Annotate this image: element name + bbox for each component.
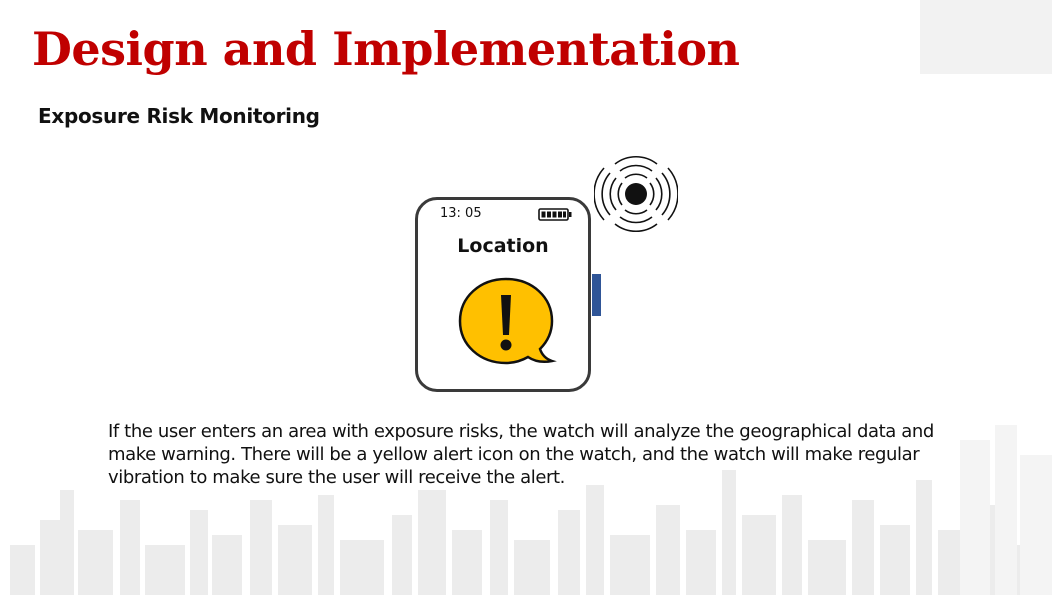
section-subtitle: Exposure Risk Monitoring bbox=[38, 104, 320, 128]
corner-decoration bbox=[920, 0, 1052, 74]
vibration-icon bbox=[594, 155, 678, 233]
watch-screen-label: Location bbox=[457, 235, 549, 257]
watch-crown-button bbox=[592, 274, 601, 316]
battery-full-icon bbox=[538, 208, 572, 221]
smartwatch: 13: 05 Location bbox=[415, 197, 591, 392]
description-text: If the user enters an area with exposure… bbox=[108, 421, 934, 488]
slide-title: Design and Implementation bbox=[32, 22, 740, 76]
watch-time: 13: 05 bbox=[440, 206, 482, 221]
exclamation-bubble-icon bbox=[458, 277, 557, 365]
